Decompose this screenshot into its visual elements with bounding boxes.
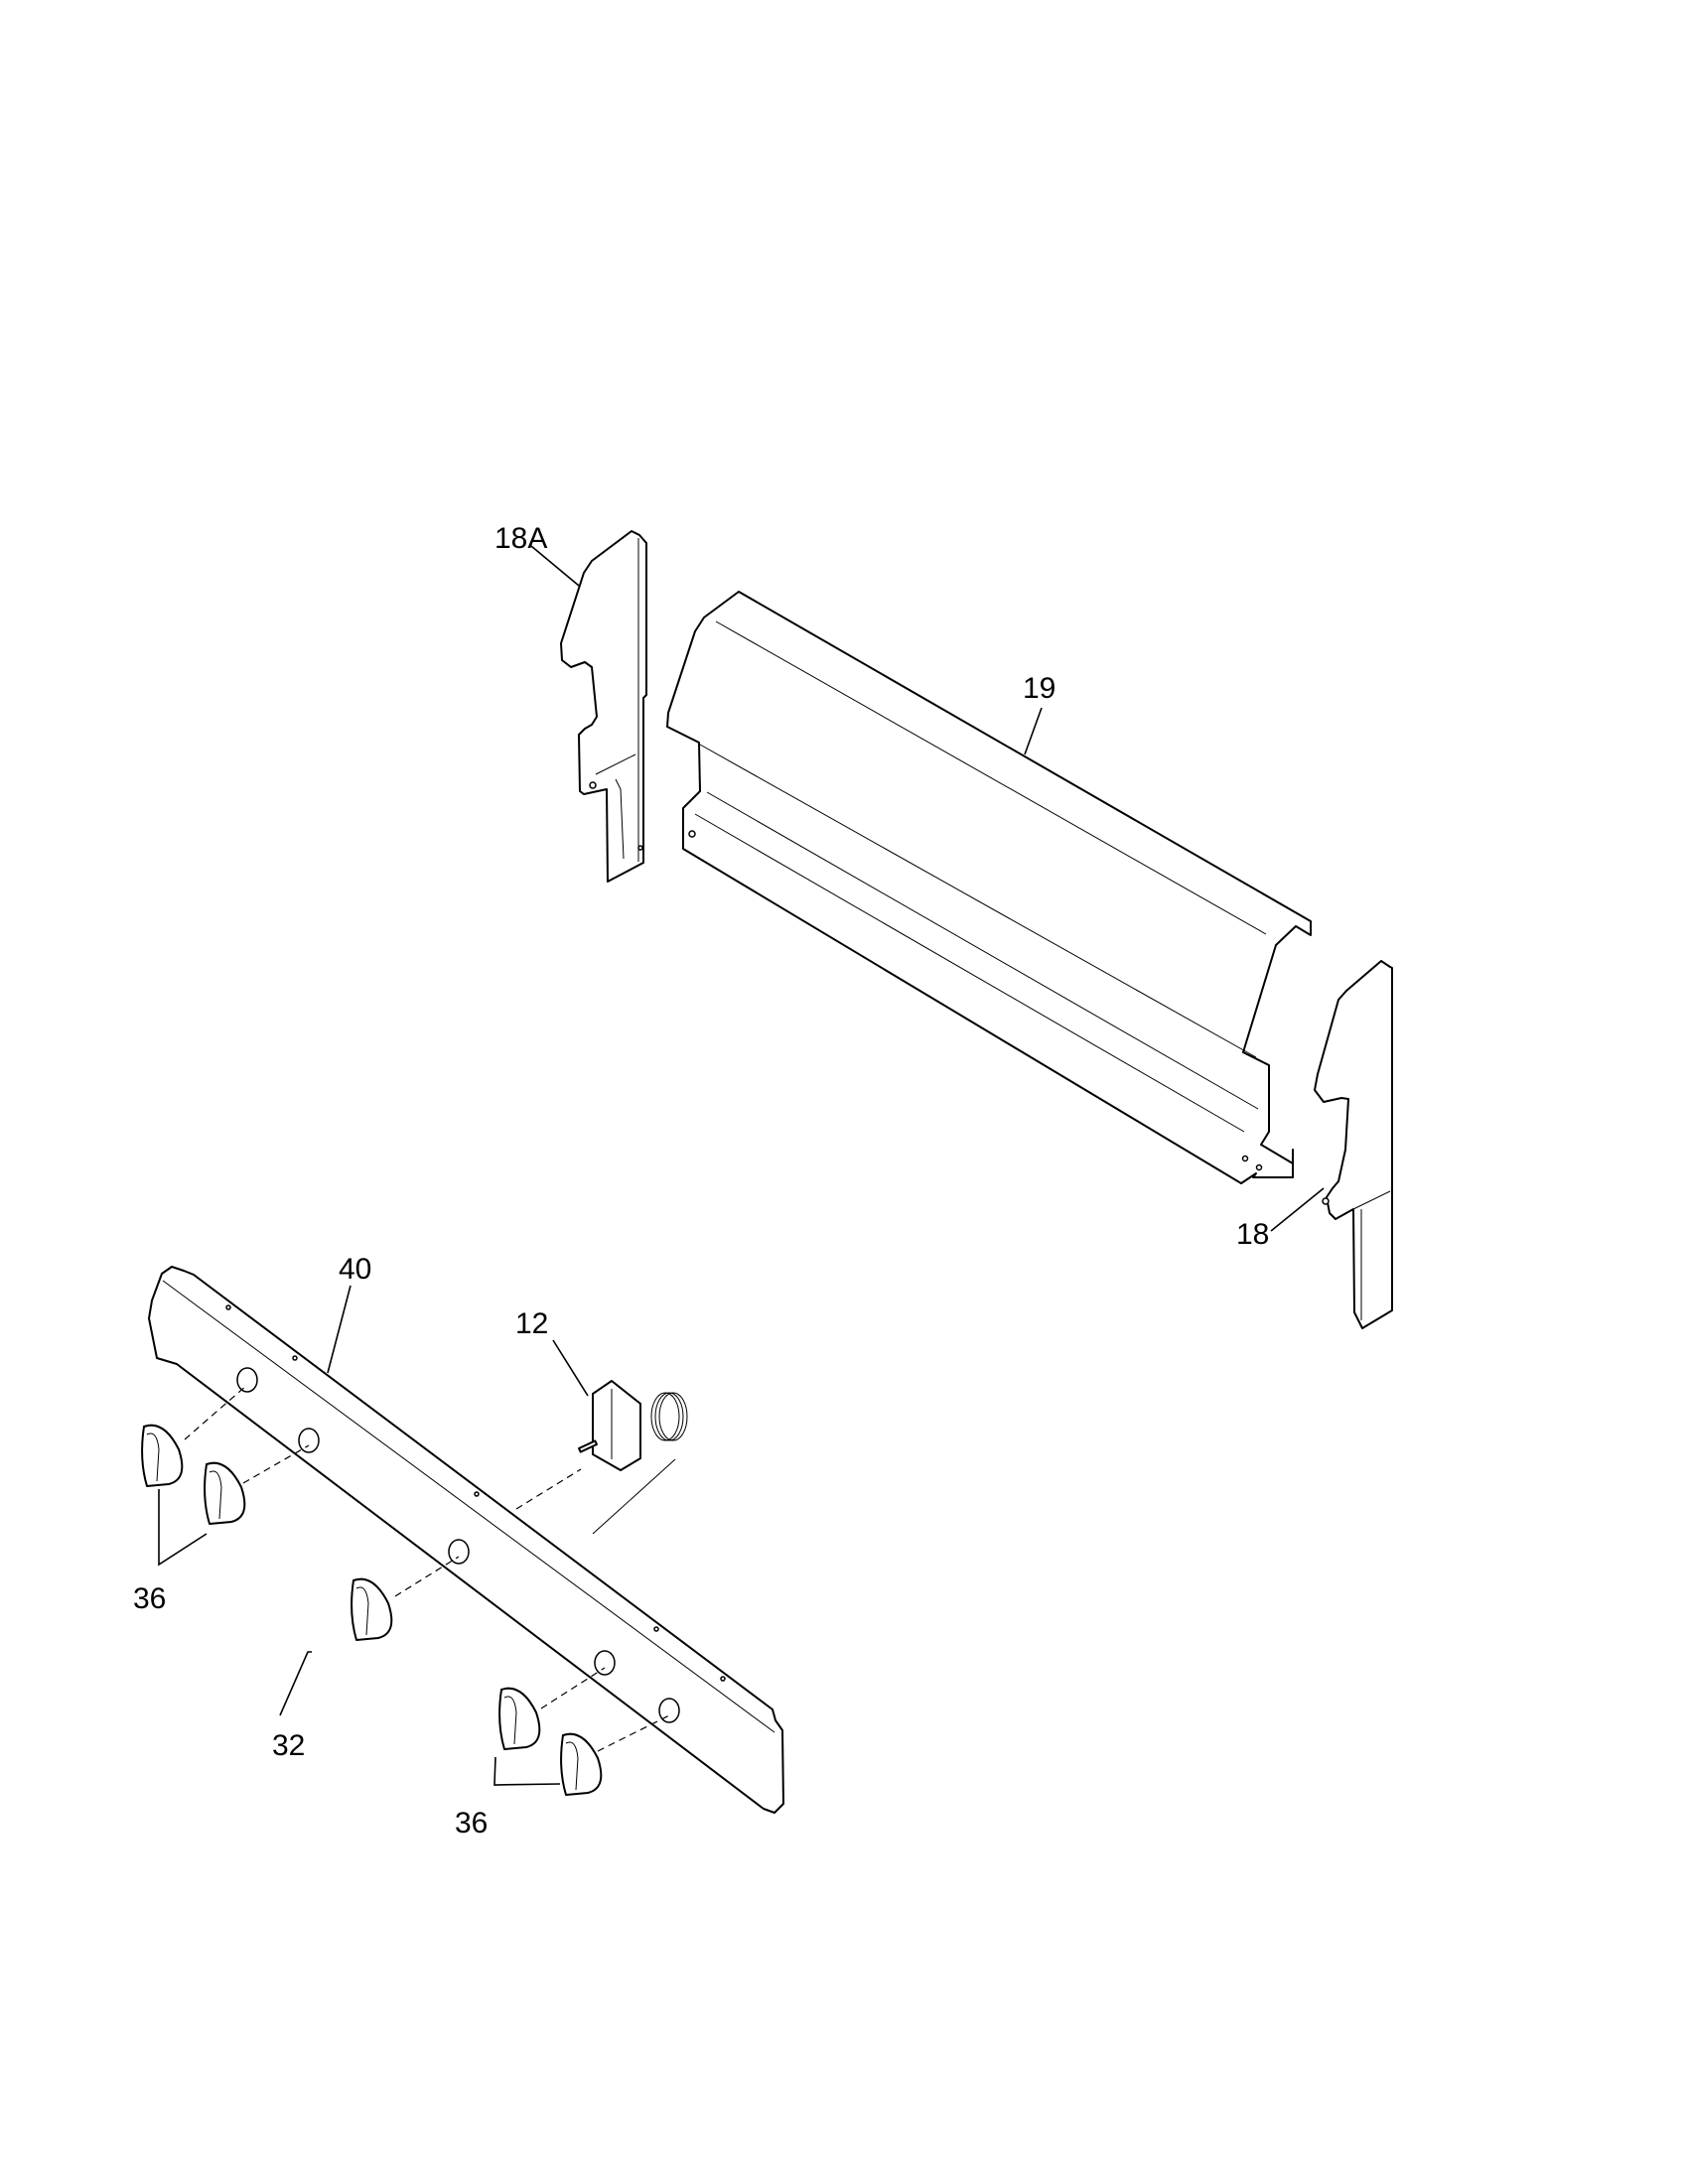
callout-32: 32 xyxy=(272,1729,305,1762)
knob-36-left-2[interactable] xyxy=(204,1461,246,1525)
knob-36-left-1[interactable] xyxy=(141,1424,184,1487)
callout-36-right: 36 xyxy=(455,1807,488,1840)
side-trim-18a[interactable] xyxy=(560,530,647,883)
side-trim-18[interactable] xyxy=(1314,960,1393,1329)
callout-18a: 18A xyxy=(494,522,547,555)
leader-lines xyxy=(158,545,1325,1786)
callout-19: 19 xyxy=(1023,672,1055,705)
callout-18: 18 xyxy=(1236,1218,1269,1251)
knob-32[interactable] xyxy=(351,1577,393,1641)
knob-36-right-1[interactable] xyxy=(498,1687,541,1750)
alignment-lines xyxy=(184,1384,670,1752)
callout-36-left: 36 xyxy=(133,1582,166,1615)
thermostat-12[interactable] xyxy=(577,1380,688,1535)
knob-36-right-2[interactable] xyxy=(560,1732,603,1796)
backguard-19[interactable] xyxy=(666,591,1312,1184)
callout-12: 12 xyxy=(515,1307,548,1340)
callout-40: 40 xyxy=(339,1253,371,1286)
control-panel-40[interactable] xyxy=(148,1266,784,1814)
